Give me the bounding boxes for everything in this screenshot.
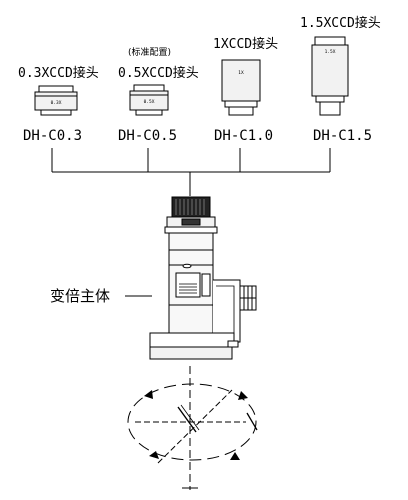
adapter-1-5x-mark: 1.5X xyxy=(325,49,336,55)
rotation-diagram xyxy=(127,366,258,490)
zoom-body-illustration xyxy=(149,196,257,360)
adapter-0-5x-note: (标准配置) xyxy=(128,46,171,58)
adapter-1-5x-illustration: 1.5X xyxy=(311,36,349,116)
adapter-1-5x: 1.5XCCD接头 1.5X DH-C1.5 xyxy=(300,15,381,144)
adapter-1x-code: DH-C1.0 xyxy=(214,128,273,144)
adapter-1x: 1XCCD接头 1X DH-C1.0 xyxy=(213,36,278,144)
adapter-0-3x-title: 0.3XCCD接头 xyxy=(18,65,99,81)
connector-bracket xyxy=(51,148,331,196)
adapter-0-3x: 0.3XCCD接头 0.3X DH-C0.3 xyxy=(18,65,99,144)
adapter-0-3x-illustration: 0.3X xyxy=(34,85,78,116)
adapter-1-5x-title: 1.5XCCD接头 xyxy=(300,15,381,31)
adapter-1x-title: 1XCCD接头 xyxy=(213,36,278,52)
adapter-1-5x-code: DH-C1.5 xyxy=(313,128,372,144)
adapter-0-5x-mark: 0.5X xyxy=(144,99,155,105)
adapter-0-5x-title: 0.5XCCD接头 xyxy=(118,65,199,81)
adapter-0-3x-mark: 0.3X xyxy=(51,100,62,106)
adapter-0-5x: (标准配置) 0.5XCCD接头 0.5X DH-C0.5 xyxy=(118,46,199,144)
adapter-1x-mark: 1X xyxy=(238,70,244,76)
zoom-body-label: 变倍主体 xyxy=(50,287,110,305)
adapter-0-3x-code: DH-C0.3 xyxy=(23,128,82,144)
adapter-0-5x-code: DH-C0.5 xyxy=(118,128,177,144)
adapter-1x-illustration: 1X xyxy=(221,59,261,116)
adapter-0-5x-illustration: 0.5X xyxy=(129,84,169,116)
